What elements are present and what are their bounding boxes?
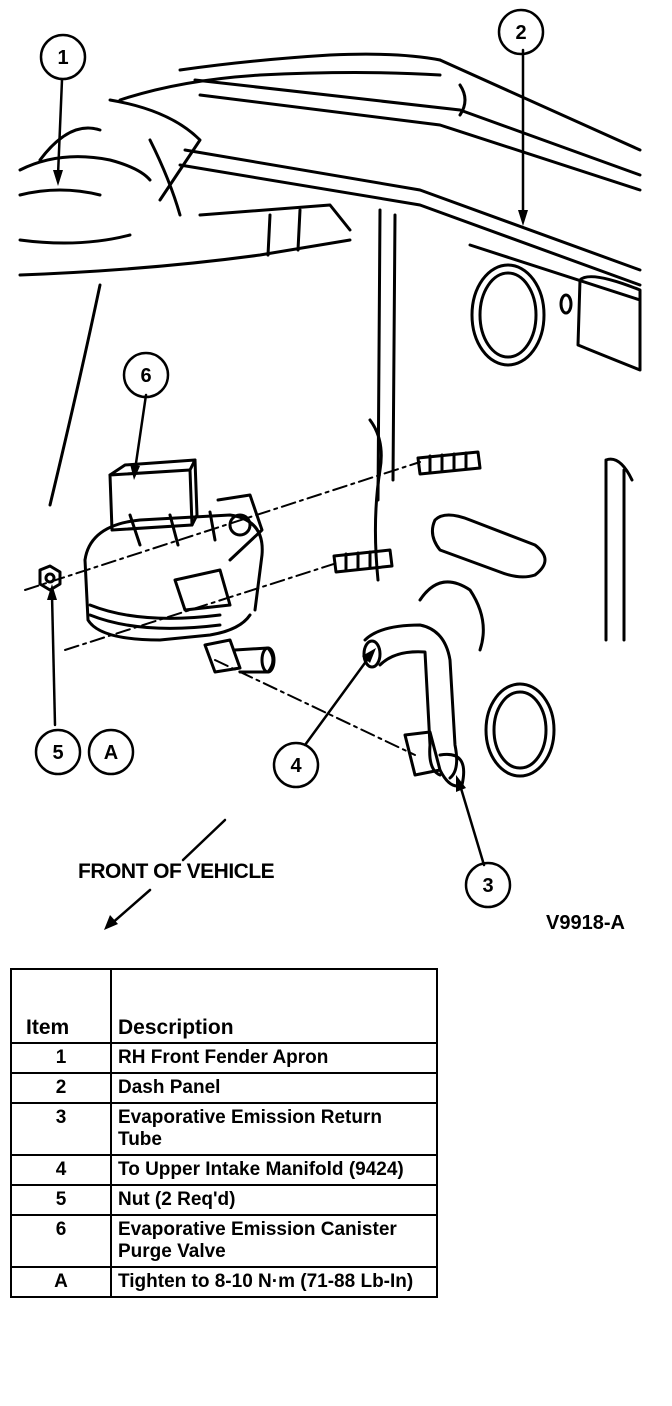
table-row: 2 Dash Panel xyxy=(10,1072,438,1104)
table-row: 4 To Upper Intake Manifold (9424) xyxy=(10,1154,438,1186)
svg-text:3: 3 xyxy=(482,875,493,897)
table-row: 1 RH Front Fender Apron xyxy=(10,1042,438,1074)
return-tube-drawing xyxy=(362,623,466,788)
leader-lines xyxy=(50,48,525,927)
dash-panel-drawing xyxy=(118,52,642,778)
callout-4: 4 xyxy=(272,741,320,789)
svg-text:4: 4 xyxy=(290,755,302,777)
callout-6: 6 xyxy=(122,351,170,399)
item-description: Evaporative Emission Return Tube xyxy=(110,1102,438,1156)
item-description: To Upper Intake Manifold (9424) xyxy=(110,1154,438,1186)
front-of-vehicle-label: FRONT OF VEHICLE xyxy=(78,860,275,883)
svg-text:2: 2 xyxy=(515,22,526,44)
legend-header-row: Item Description xyxy=(10,968,438,1044)
figure-id: V9918-A xyxy=(546,912,625,934)
callout-5: 5 xyxy=(34,728,82,776)
fender-apron-drawing xyxy=(18,98,352,507)
item-number: 5 xyxy=(10,1184,112,1216)
item-column-header: Item xyxy=(10,968,112,1044)
svg-text:A: A xyxy=(104,742,118,764)
item-number: 3 xyxy=(10,1102,112,1156)
item-description: Nut (2 Req'd) xyxy=(110,1184,438,1216)
stud-bolts xyxy=(332,450,482,574)
svg-text:5: 5 xyxy=(52,742,63,764)
assembly-lines xyxy=(24,461,421,756)
item-description: Tighten to 8-10 N·m (71-88 Lb-In) xyxy=(110,1266,438,1298)
item-description: Dash Panel xyxy=(110,1072,438,1104)
item-description: Evaporative Emission Canister Purge Valv… xyxy=(110,1214,438,1268)
callout-3: 3 xyxy=(464,861,512,909)
svg-text:6: 6 xyxy=(140,365,151,387)
callout-2: 2 xyxy=(497,8,545,56)
table-row: 6 Evaporative Emission Canister Purge Va… xyxy=(10,1214,438,1268)
item-number: 2 xyxy=(10,1072,112,1104)
callouts: 1 2 3 4 5 6 A xyxy=(34,8,545,909)
exploded-view-illustration: 1 2 3 4 5 6 A xyxy=(18,8,642,930)
item-number: 4 xyxy=(10,1154,112,1186)
item-number: 1 xyxy=(10,1042,112,1074)
svg-text:1: 1 xyxy=(57,47,68,69)
item-description: RH Front Fender Apron xyxy=(110,1042,438,1074)
callout-A: A xyxy=(87,728,135,776)
arrowheads xyxy=(47,170,528,930)
table-row: A Tighten to 8-10 N·m (71-88 Lb-In) xyxy=(10,1266,438,1298)
legend-table: Item Description 1 RH Front Fender Apron… xyxy=(10,968,438,1298)
purge-valve-drawing xyxy=(83,458,276,674)
item-number: A xyxy=(10,1266,112,1298)
item-number: 6 xyxy=(10,1214,112,1268)
nut-drawing xyxy=(38,564,62,592)
table-row: 5 Nut (2 Req'd) xyxy=(10,1184,438,1216)
table-row: 3 Evaporative Emission Return Tube xyxy=(10,1102,438,1156)
description-column-header: Description xyxy=(110,968,438,1044)
callout-1: 1 xyxy=(39,33,87,81)
